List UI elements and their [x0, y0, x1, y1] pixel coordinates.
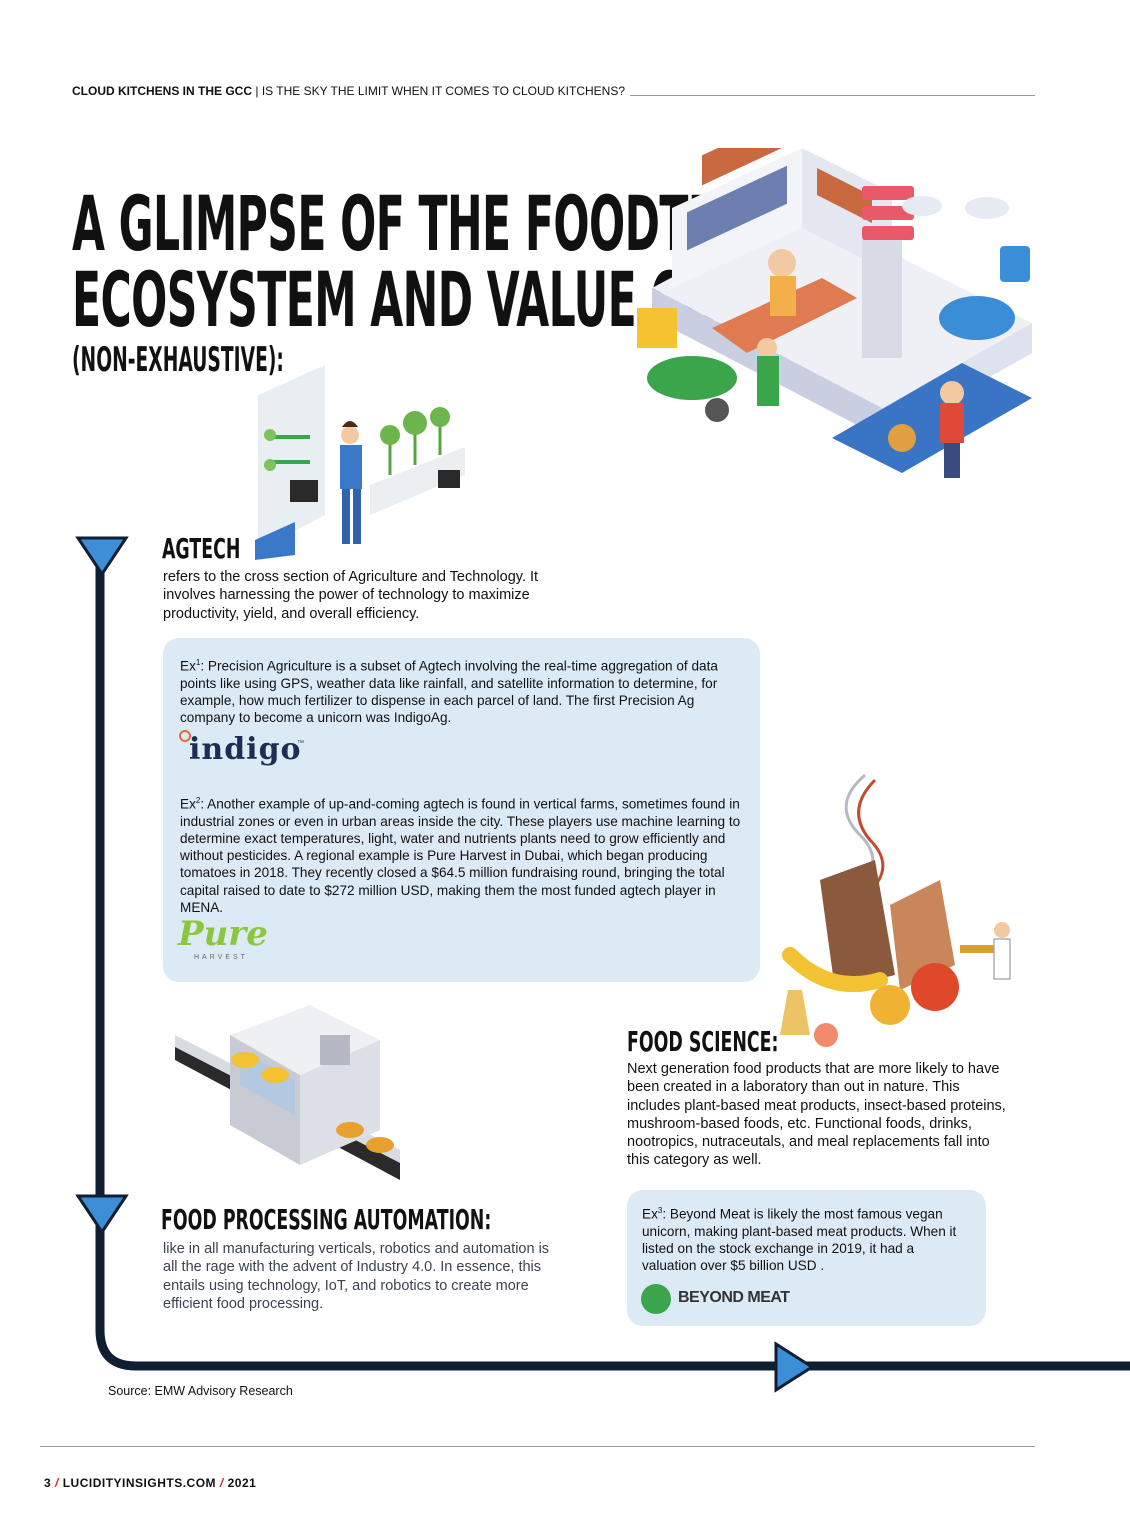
timeline-arrow-3	[774, 1341, 815, 1393]
ex1-text: : Precision Agriculture is a subset of A…	[180, 658, 718, 726]
food-processing-illustration	[175, 1005, 400, 1180]
header-rule	[630, 95, 1035, 96]
page-number: 3	[44, 1476, 52, 1490]
beyond-meat-logo-text: BEYOND MEAT	[678, 1289, 790, 1306]
page-footer: 3 / LUCIDITYINSIGHTS.COM / 2021	[44, 1476, 256, 1490]
title-line-1: A GLIMPSE OF THE FOODTECH	[72, 179, 783, 268]
food-science-heading: FOOD SCIENCE:	[627, 1025, 779, 1058]
beyond-meat-logo: BEYOND MEAT	[641, 1284, 821, 1316]
footer-year: 2021	[227, 1476, 257, 1490]
automation-heading: FOOD PROCESSING AUTOMATION:	[161, 1203, 492, 1236]
automation-body: like in all manufacturing verticals, rob…	[163, 1241, 550, 1312]
ex2-label: Ex	[180, 796, 196, 812]
agtech-body: refers to the cross section of Agricultu…	[163, 569, 539, 622]
agtech-example-1: Ex1: Precision Agriculture is a subset o…	[180, 654, 745, 726]
pure-harvest-logo-text: Pure	[178, 914, 268, 954]
footer-site: LUCIDITYINSIGHTS.COM	[62, 1476, 217, 1490]
indigo-logo: indigo ™	[179, 728, 319, 774]
timeline-arrow-2	[75, 1194, 129, 1235]
agtech-example-2: Ex2: Another example of up-and-coming ag…	[180, 792, 745, 916]
running-header: CLOUD KITCHENS IN THE GCC | IS THE SKY T…	[72, 84, 625, 98]
ex3-sup: 3	[657, 1206, 663, 1215]
footer-rule	[40, 1446, 1035, 1447]
agtech-illustration	[255, 365, 465, 560]
ex1-label: Ex	[180, 658, 196, 674]
source-note: Source: EMW Advisory Research	[108, 1384, 293, 1398]
indigo-logo-tm: ™	[297, 740, 304, 747]
cloud-kitchen-illustration	[637, 148, 1032, 478]
agtech-heading: AGTECH	[162, 532, 241, 565]
pure-harvest-logo: Pure HARVEST	[178, 914, 268, 970]
beyond-meat-logo-mark	[641, 1284, 671, 1314]
indigo-logo-mark	[179, 730, 191, 742]
ex2-sup: 2	[195, 796, 201, 805]
footer-slash-2: /	[219, 1476, 224, 1490]
header-subtitle: IS THE SKY THE LIMIT WHEN IT COMES TO CL…	[261, 84, 625, 98]
ex3-label: Ex	[642, 1206, 658, 1222]
food-science-illustration	[780, 773, 1011, 1047]
food-science-example-3: Ex3: Beyond Meat is likely the most famo…	[642, 1202, 972, 1274]
timeline	[75, 536, 1130, 1393]
ex2-text: : Another example of up-and-coming agtec…	[180, 796, 741, 915]
header-section: CLOUD KITCHENS IN THE GCC	[72, 84, 252, 98]
footer-slash-1: /	[55, 1476, 59, 1490]
ex3-text: : Beyond Meat is likely the most famous …	[642, 1206, 957, 1274]
food-science-example-box	[627, 1190, 986, 1326]
pure-harvest-logo-sub: HARVEST	[194, 954, 248, 961]
agtech-examples-box	[163, 638, 760, 982]
timeline-arrow-1	[75, 536, 129, 577]
ex1-sup: 1	[195, 658, 201, 667]
food-science-body: Next generation food products that are m…	[627, 1061, 1006, 1169]
header-separator: |	[255, 84, 259, 98]
indigo-logo-text: indigo	[189, 732, 302, 767]
title-line-3: (NON-EXHAUSTIVE):	[72, 340, 284, 380]
